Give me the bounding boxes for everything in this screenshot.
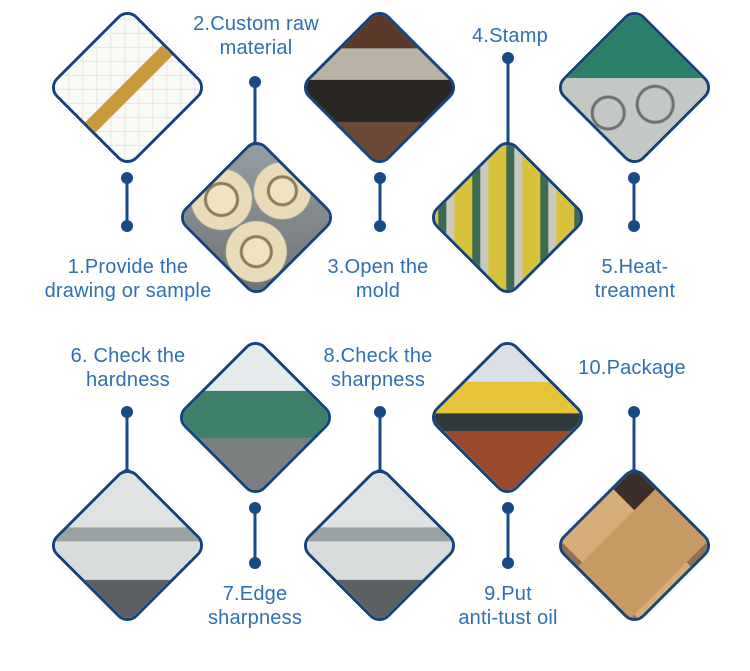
step-9-label-line-2: anti-tust oil xyxy=(458,607,558,629)
step-7-label-line-1: 7.Edge xyxy=(222,583,288,605)
step-2-label-line-1: 2.Custom raw xyxy=(193,13,319,35)
step-2-label-line-2: material xyxy=(219,37,293,59)
step-3-label: 3.Open the mold xyxy=(278,255,478,303)
step-6-label-line-1: 6. Check the xyxy=(70,345,186,367)
step-5-label: 5.Heat- treament xyxy=(535,255,735,303)
connector-7 xyxy=(249,502,261,569)
connector-4 xyxy=(502,52,514,154)
connector-5 xyxy=(628,172,640,232)
step-10-label: 10.Package xyxy=(532,356,732,380)
connector-3 xyxy=(374,172,386,232)
step-3-label-line-2: mold xyxy=(355,280,401,302)
step-7-label: 7.Edge sharpness xyxy=(155,582,355,630)
step-8-label-line-2: sharpness xyxy=(330,369,426,391)
step-8-label: 8.Check the sharpness xyxy=(278,344,478,392)
step-1-label: 1.Provide the drawing or sample xyxy=(28,255,228,303)
connector-9 xyxy=(502,502,514,569)
connector-1 xyxy=(121,172,133,232)
step-4-label-line-1: 4.Stamp xyxy=(472,25,548,47)
step-7-label-line-2: sharpness xyxy=(207,607,303,629)
step-10-label-line-1: 10.Package xyxy=(578,357,686,379)
step-9-label-line-1: 9.Put xyxy=(484,583,532,605)
step-2-label: 2.Custom raw material xyxy=(156,12,356,60)
step-8-label-line-1: 8.Check the xyxy=(323,345,433,367)
step-1-label-line-1: 1.Provide the xyxy=(67,256,189,278)
step-1-label-line-2: drawing or sample xyxy=(44,280,212,302)
step-5-label-line-2: treament xyxy=(594,280,676,302)
step-6-label-line-2: hardness xyxy=(86,369,170,391)
step-6-label: 6. Check the hardness xyxy=(28,344,228,392)
step-5-label-line-1: 5.Heat- xyxy=(601,256,669,278)
step-3-label-line-1: 3.Open the xyxy=(327,256,429,278)
step-4-label: 4.Stamp xyxy=(410,24,610,48)
step-9-label: 9.Put anti-tust oil xyxy=(408,582,608,630)
